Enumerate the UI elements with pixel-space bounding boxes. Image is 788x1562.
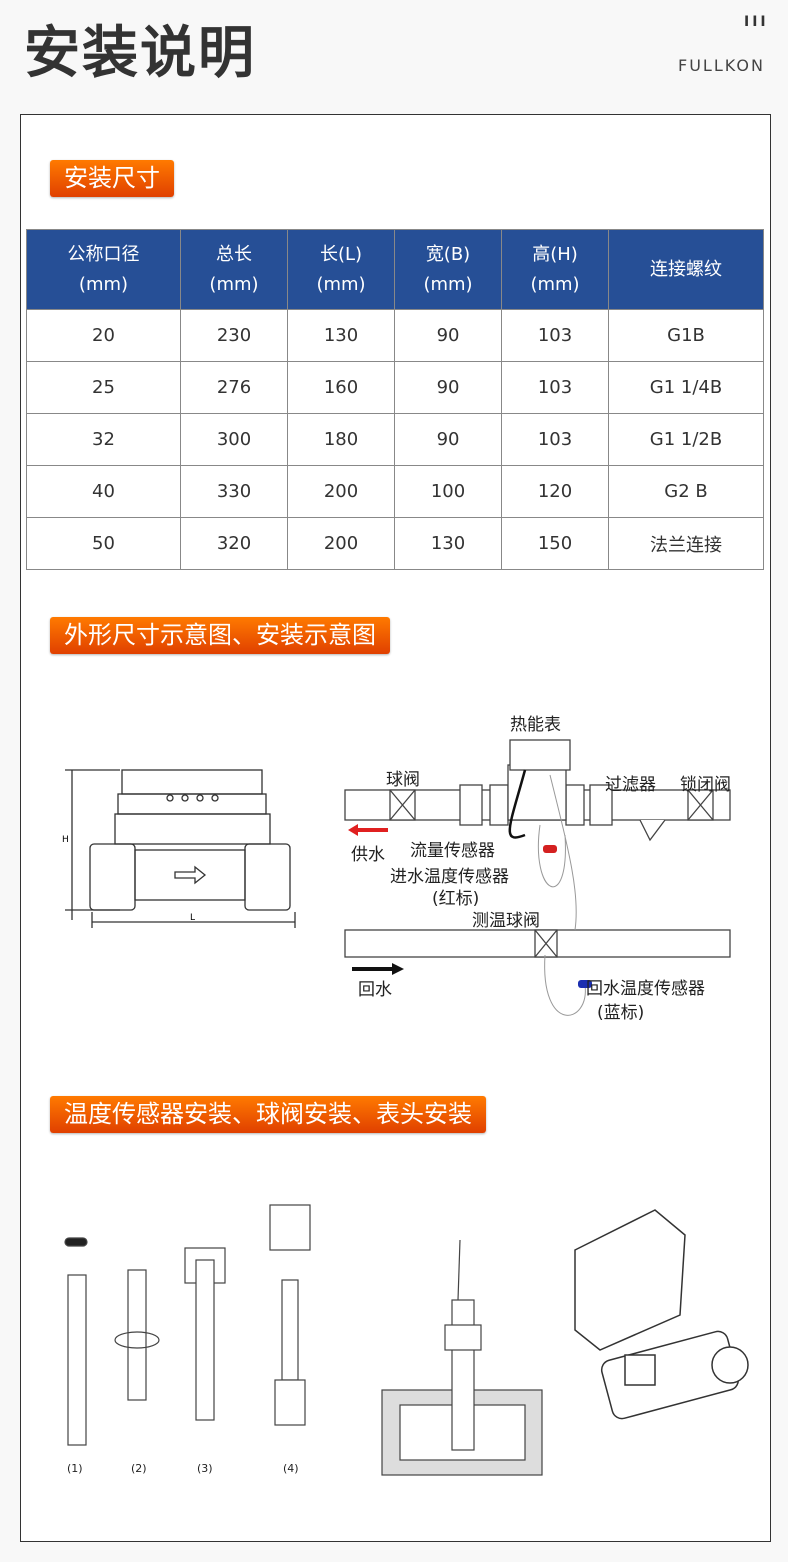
table-cell: 160 [286,361,396,414]
header-text: 总长 [215,243,252,265]
brand-name: FULLKON [678,56,765,75]
table-cell: 90 [394,413,503,466]
label-ball-valve: 球阀 [386,770,420,790]
header-text: 高(H) [532,243,578,265]
section-install-size: 安装尺寸 [50,160,174,197]
table-cell: 40 [26,465,181,518]
meter-head-install-drawing [574,1209,749,1420]
column-header: 总长 (mm) [179,229,289,310]
table-cell: 103 [501,309,610,362]
size-table: 公称口径 (mm) 总长 (mm) 长(L) (mm) 宽(B) (mm) 高(H) (mm) 连接… [26,229,764,570]
label-inlet-mark: (红标) [432,889,480,909]
table-cell: 103 [501,413,610,466]
header-text: (mm) [209,273,259,295]
table-cell: 230 [179,309,289,362]
table-cell: 180 [286,413,396,466]
table-cell: 20 [26,309,181,362]
step-2-label: (2) [131,1462,147,1475]
column-header: 高(H) (mm) [501,229,610,310]
meter-dimension-drawing: H L [62,769,296,928]
table-cell: G1 1/4B [608,361,764,414]
table-cell: 100 [394,465,503,518]
table-cell: G1 1/2B [608,413,764,466]
table-cell: 103 [501,361,610,414]
header-text: 公称口径 [67,243,140,265]
dim-h-label: H [62,835,69,845]
step-1-label: (1) [67,1462,83,1475]
table-cell: 法兰连接 [608,517,764,570]
table-cell: 25 [26,361,181,414]
header-text: (mm) [530,273,580,295]
return-arrow-icon [352,963,404,975]
sensor-install-steps-drawing [64,1204,311,1446]
column-header: 长(L) (mm) [286,229,396,310]
table-cell: 300 [179,413,289,466]
table-cell: 130 [286,309,396,362]
header-text: (mm) [316,273,366,295]
label-flow-sensor: 流量传感器 [410,841,495,861]
label-return-sensor: 回水温度传感器 [586,979,705,999]
header-text: 长(L) [319,243,363,265]
table-cell: 130 [394,517,503,570]
table-cell: 120 [501,465,610,518]
label-lock-valve: 锁闭阀 [680,775,731,795]
header-text: 连接螺纹 [650,258,723,280]
table-cell: 50 [26,517,181,570]
page-title: 安装说明 [24,21,256,86]
ball-valve-install-drawing [381,1240,543,1476]
label-filter: 过滤器 [605,775,656,795]
label-supply: 供水 [351,845,385,865]
table-cell: 330 [179,465,289,518]
installation-diagram [344,739,731,1016]
label-return-mark: (蓝标) [597,1003,645,1023]
table-cell: 32 [26,413,181,466]
section-diagram: 外形尺寸示意图、安装示意图 [50,617,390,654]
label-inlet-sensor: 进水温度传感器 [390,867,509,887]
label-return: 回水 [358,980,392,1000]
header-text: (mm) [423,273,473,295]
header-text: (mm) [78,273,129,295]
supply-arrow-icon [348,824,388,836]
brand-bars: III [744,14,769,30]
column-header: 宽(B) (mm) [394,229,503,310]
label-temp-valve: 测温球阀 [472,911,540,931]
dim-l-label: L [190,913,195,923]
column-header: 连接螺纹 [608,229,764,310]
red-sensor-mark [543,845,557,853]
column-header: 公称口径 (mm) [26,229,181,310]
table-cell: G1B [608,309,764,362]
table-cell: 90 [394,361,503,414]
table-cell: 90 [394,309,503,362]
section-install-steps: 温度传感器安装、球阀安装、表头安装 [50,1096,486,1133]
label-meter: 热能表 [510,715,561,735]
table-cell: 200 [286,517,396,570]
table-cell: 320 [179,517,289,570]
table-cell: 276 [179,361,289,414]
table-cell: G2 B [608,465,764,518]
step-4-label: (4) [283,1462,299,1475]
table-cell: 150 [501,517,610,570]
table-cell: 200 [286,465,396,518]
blue-sensor-mark [578,980,592,988]
header-text: 宽(B) [425,243,471,265]
step-3-label: (3) [197,1462,213,1475]
